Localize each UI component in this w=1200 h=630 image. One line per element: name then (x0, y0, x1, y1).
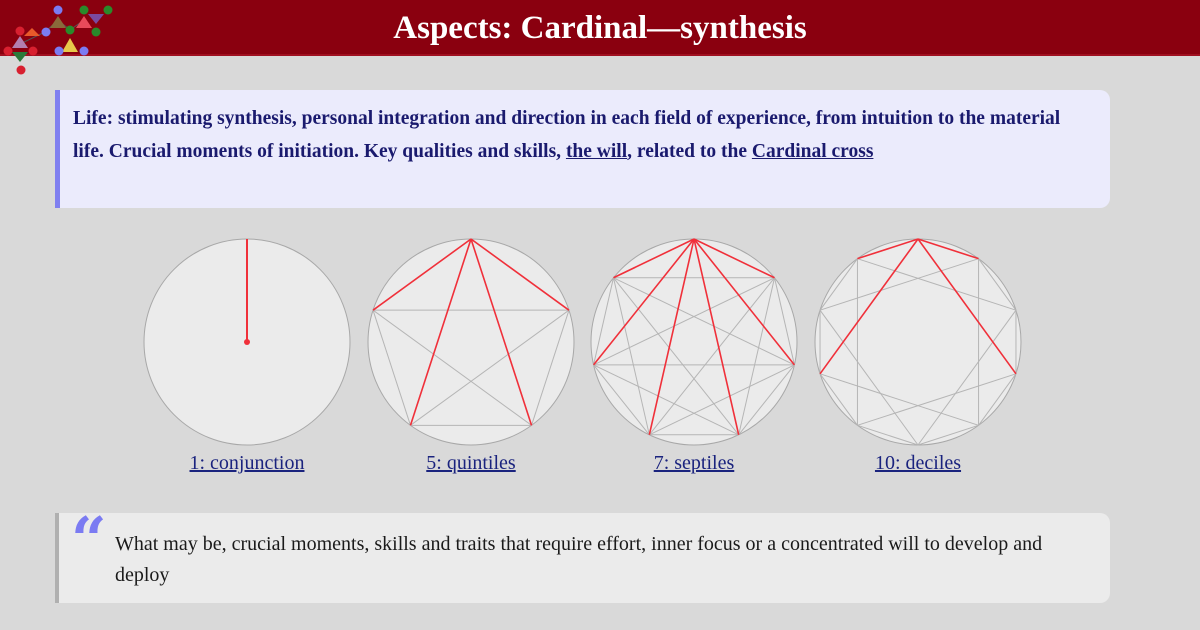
aspect-link-7[interactable]: 7: septiles (653, 452, 735, 474)
header-bar: Aspects: Cardinal—synthesis (0, 0, 1200, 56)
quote-text: What may be, crucial moments, skills and… (115, 533, 1043, 586)
page-title: Aspects: Cardinal—synthesis (393, 10, 807, 46)
aspect-diagram-10 (813, 237, 1023, 447)
quote-box: “ What may be, crucial moments, skills a… (55, 509, 1110, 603)
molecule-logo-icon[interactable] (0, 0, 120, 80)
life-description-text-middle: , related to the (627, 140, 752, 162)
quote-mark-icon: “ (71, 503, 107, 576)
the-will-link[interactable]: the will (565, 140, 628, 162)
aspect-link-10[interactable]: 10: deciles (874, 452, 962, 474)
cardinal-cross-link[interactable]: Cardinal cross (751, 140, 874, 162)
aspect-link-1[interactable]: 1: conjunction (189, 452, 305, 474)
life-description-text: Life: stimulating synthesis, personal in… (73, 108, 1061, 162)
aspect-diagram-5 (366, 237, 576, 447)
aspect-diagram-7 (589, 237, 799, 447)
life-description-box: Life: stimulating synthesis, personal in… (55, 90, 1110, 208)
aspect-diagram-1 (142, 237, 352, 447)
aspect-link-5[interactable]: 5: quintiles (426, 452, 516, 474)
